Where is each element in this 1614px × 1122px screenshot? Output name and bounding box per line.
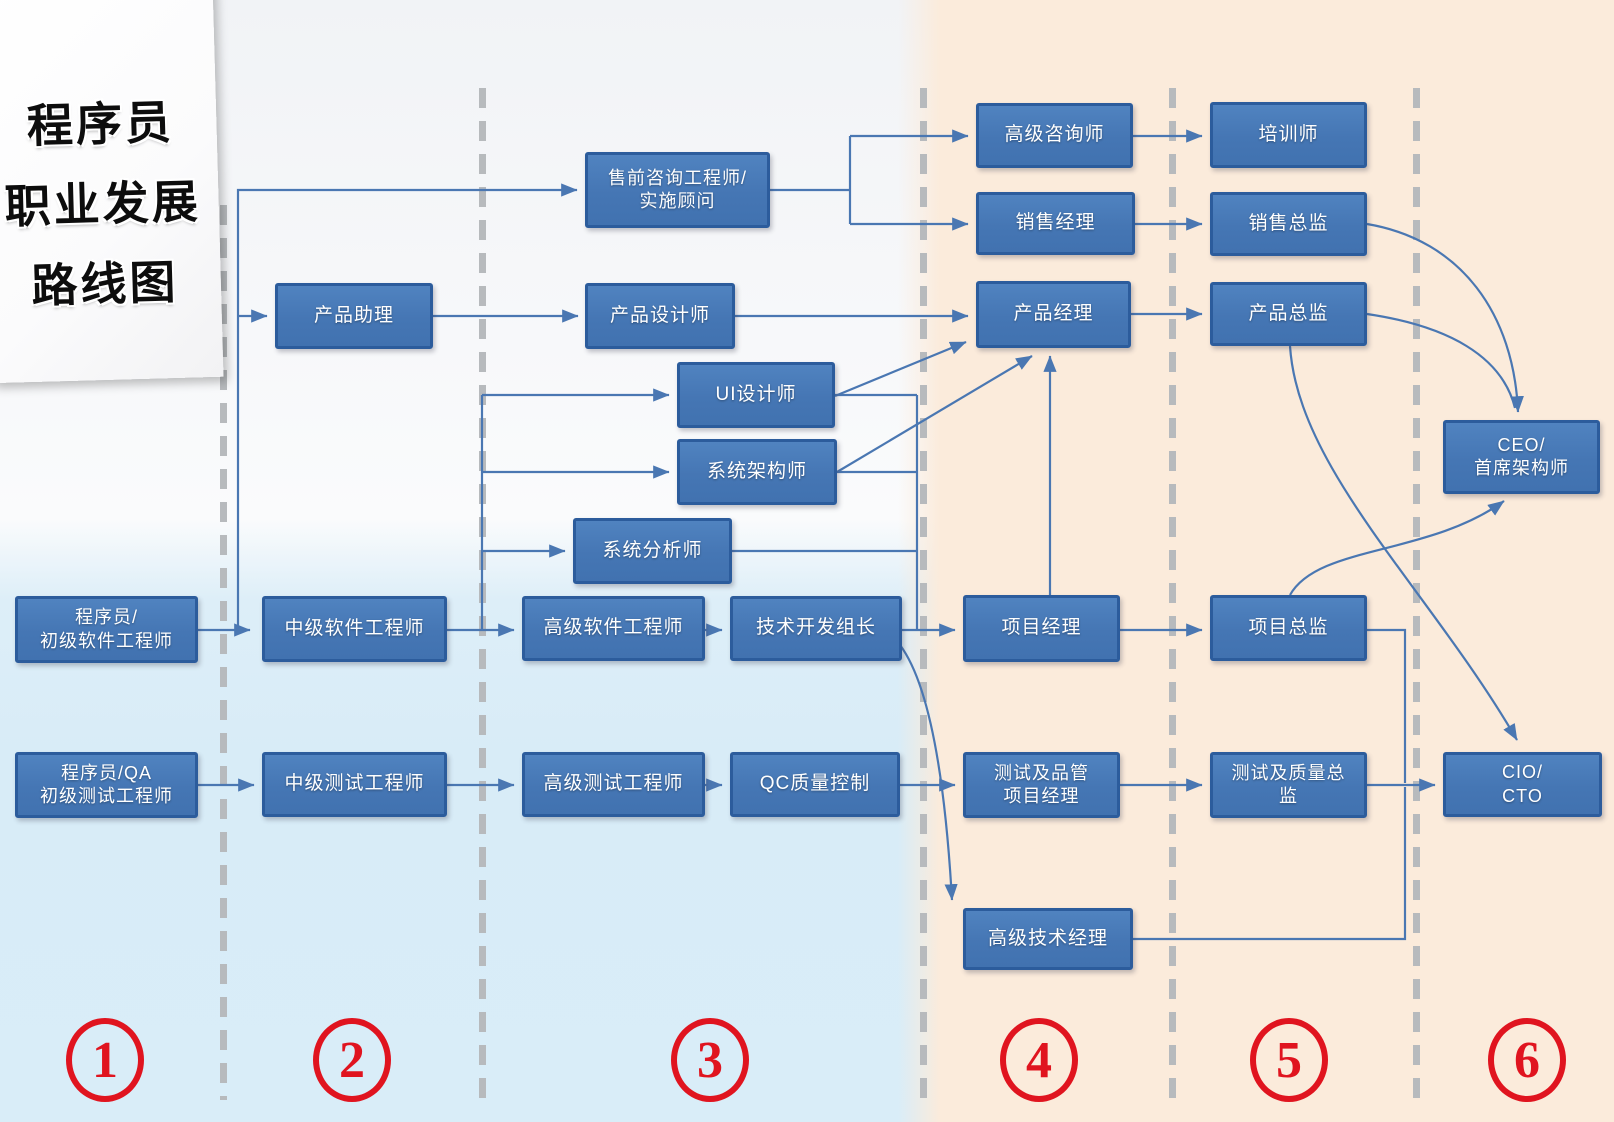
node-project-director: 项目总监 bbox=[1210, 595, 1367, 661]
edge-sr-tech-mgr-to-cio-junction bbox=[1133, 787, 1407, 941]
node-ceo-chief-architect: CEO/ 首席架构师 bbox=[1443, 420, 1600, 494]
node-product-designer: 产品设计师 bbox=[585, 283, 735, 349]
edge-ui-to-product-manager bbox=[834, 340, 967, 398]
edge-tech-lead-to-sr-tech-mgr bbox=[899, 644, 958, 901]
node-test-quality-director: 测试及质量总 监 bbox=[1210, 752, 1367, 818]
node-project-manager: 项目经理 bbox=[963, 595, 1120, 662]
stage-divider-3 bbox=[920, 88, 927, 1100]
edge-projdir-to-ceo bbox=[1289, 500, 1505, 596]
diagram-title-card: 程序员 职业发展 路线图 bbox=[0, 0, 224, 384]
node-ui-designer: UI设计师 bbox=[677, 362, 835, 428]
node-junior-qa: 程序员/QA 初级测试工程师 bbox=[15, 752, 198, 818]
stage-badge-4: 4 bbox=[1000, 1018, 1078, 1102]
edge-salesdir-to-ceo bbox=[1366, 222, 1524, 413]
node-mid-test-engineer: 中级测试工程师 bbox=[262, 752, 447, 817]
stage-badge-3: 3 bbox=[671, 1018, 749, 1102]
node-mid-se: 中级软件工程师 bbox=[262, 596, 447, 662]
node-senior-se: 高级软件工程师 bbox=[522, 596, 705, 661]
edge-riser-to-presales bbox=[236, 183, 578, 630]
edge-architect-to-product-manager bbox=[836, 355, 1033, 473]
node-sales-director: 销售总监 bbox=[1210, 192, 1367, 256]
stage-badge-1: 1 bbox=[66, 1018, 144, 1102]
title-line-3: 路线图 bbox=[30, 255, 180, 313]
node-senior-tech-manager: 高级技术经理 bbox=[963, 908, 1133, 970]
stage-badge-6: 6 bbox=[1488, 1018, 1566, 1102]
background-fade bbox=[898, 0, 940, 1122]
node-presales-consultant: 售前咨询工程师/ 实施顾问 bbox=[585, 152, 770, 228]
node-junior-se: 程序员/ 初级软件工程师 bbox=[15, 596, 198, 663]
node-system-architect: 系统架构师 bbox=[677, 439, 837, 505]
node-tech-lead: 技术开发组长 bbox=[730, 596, 902, 661]
title-line-1: 程序员 bbox=[26, 95, 175, 153]
node-product-director: 产品总监 bbox=[1210, 282, 1367, 346]
node-senior-test-engineer: 高级测试工程师 bbox=[522, 752, 705, 817]
node-sales-manager: 销售经理 bbox=[976, 192, 1135, 255]
node-system-analyst: 系统分析师 bbox=[573, 518, 732, 584]
stage-badge-2: 2 bbox=[313, 1018, 391, 1102]
edge-projdir-to-cio-junction bbox=[1367, 628, 1407, 783]
title-line-2: 职业发展 bbox=[3, 175, 202, 233]
stage-badge-5: 5 bbox=[1250, 1018, 1328, 1102]
node-qc-quality-control: QC质量控制 bbox=[730, 752, 900, 817]
stage-divider-1 bbox=[220, 205, 227, 1100]
edge-proddir-to-ceo bbox=[1366, 312, 1517, 409]
node-senior-consultant: 高级咨询师 bbox=[976, 103, 1133, 168]
node-product-manager: 产品经理 bbox=[976, 281, 1131, 348]
edge-proddir-to-cio bbox=[1288, 345, 1518, 741]
stage-divider-4 bbox=[1169, 88, 1176, 1100]
node-trainer: 培训师 bbox=[1210, 102, 1367, 168]
node-cio-cto: CIO/ CTO bbox=[1443, 752, 1602, 817]
node-product-assistant: 产品助理 bbox=[275, 283, 433, 349]
node-test-qc-project-mgr: 测试及品管 项目经理 bbox=[963, 752, 1120, 818]
